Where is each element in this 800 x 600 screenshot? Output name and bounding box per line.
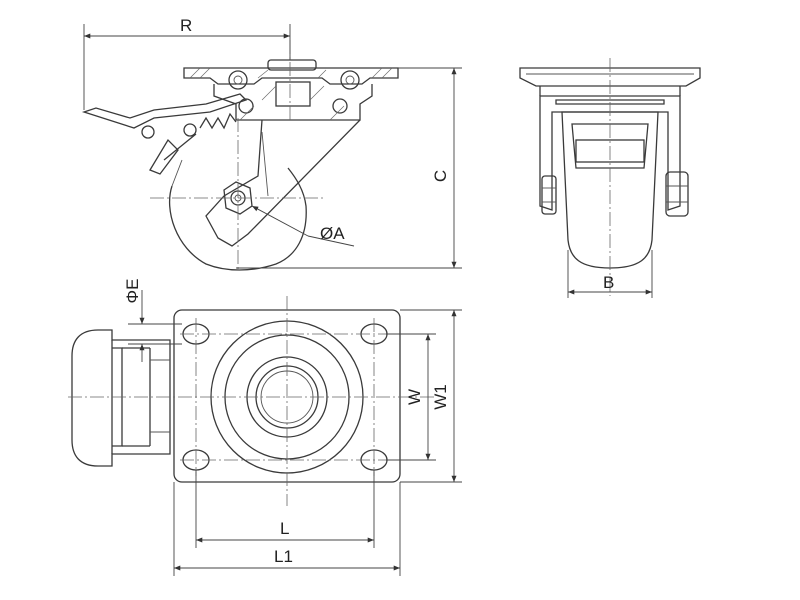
front-hub	[571, 123, 649, 169]
front-housing	[555, 99, 665, 105]
side-bolt-left	[228, 70, 248, 90]
side-top-plate	[183, 67, 399, 85]
side-ball-left	[238, 98, 254, 114]
side-center-boss	[275, 81, 311, 107]
label-w1: W1	[431, 384, 450, 410]
label-r: R	[180, 16, 192, 35]
front-axle-left-nut	[541, 175, 557, 215]
side-brake-pin	[183, 123, 197, 137]
label-e: ΦE	[123, 279, 142, 304]
label-a: ØA	[320, 224, 345, 243]
label-l: L	[280, 519, 289, 538]
front-fork	[539, 95, 681, 211]
side-brake-shoe	[149, 138, 179, 175]
label-w: W	[405, 389, 424, 405]
top-view: ΦE W W1 L L1	[68, 279, 462, 576]
side-brake-pivot	[141, 125, 155, 139]
front-top-plate	[519, 67, 701, 87]
label-c: C	[431, 170, 450, 182]
side-hatching	[189, 67, 393, 121]
front-axle-right-nut	[665, 171, 689, 217]
front-view: B	[519, 58, 701, 298]
side-kingpin-cap	[267, 59, 317, 71]
side-bearing-housing	[213, 84, 373, 121]
side-wheel-outline	[168, 167, 307, 271]
side-view: R C ØA	[81, 16, 462, 271]
label-l1: L1	[274, 547, 293, 566]
top-brake-pedal	[71, 329, 171, 467]
side-bolt-right	[340, 70, 360, 90]
side-brake-spring	[199, 112, 237, 130]
side-fork-leg	[205, 119, 361, 247]
side-ball-right	[332, 98, 348, 114]
label-b: B	[603, 273, 614, 292]
side-brake-pedal	[81, 93, 248, 129]
